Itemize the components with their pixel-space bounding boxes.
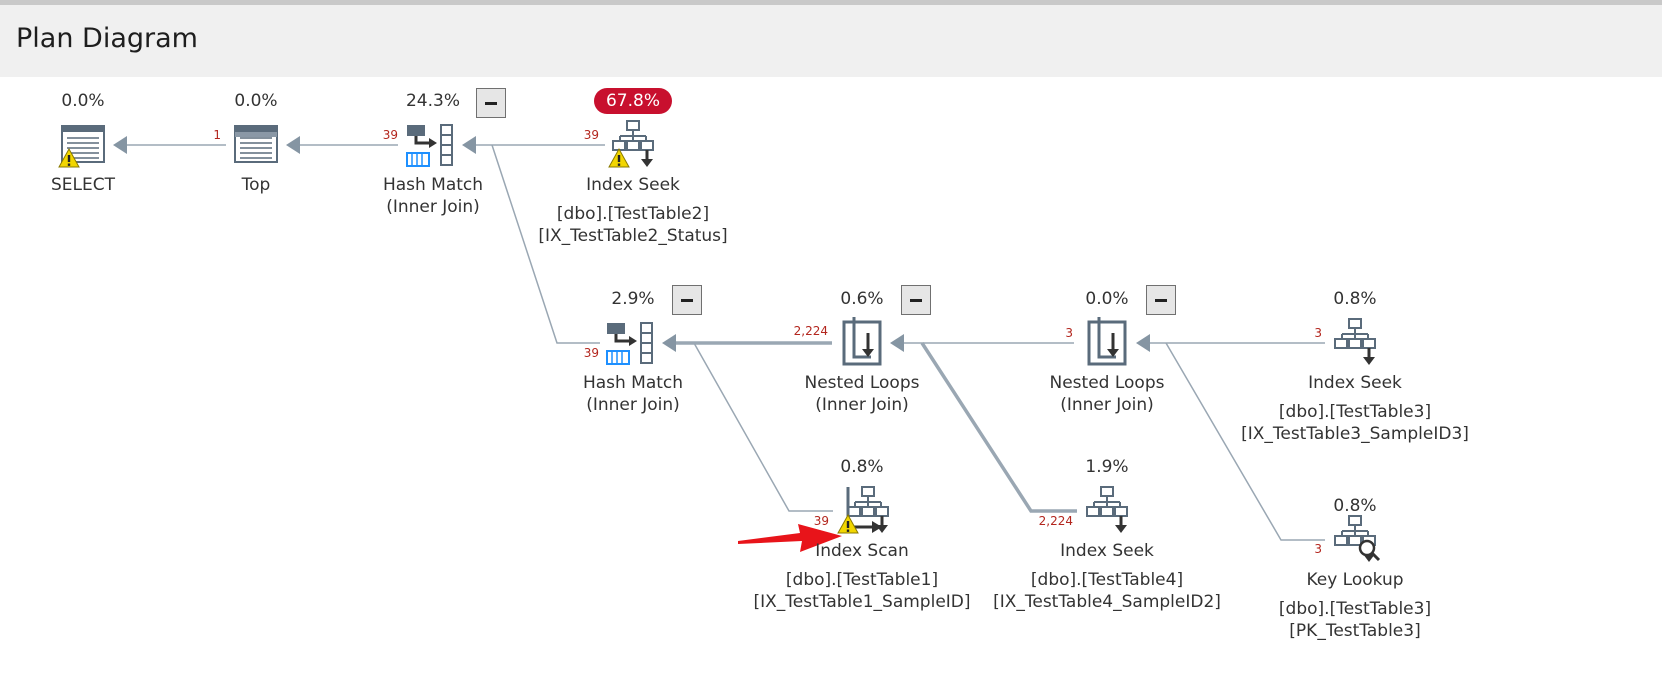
operator-label-hash2: Hash Match(Inner Join) [583,372,683,416]
edge-seek4-to-nl1 [920,342,1077,513]
edge-arrowhead [662,334,676,352]
minus-icon [1155,298,1167,302]
operator-name: Index Scan [815,541,909,561]
operator-obj: [dbo].[TestTable3] [1278,402,1432,422]
header-bar: Plan Diagram [0,5,1662,77]
operator-label-seek4: Index Seek [dbo].[TestTable4][IX_TestTabl… [993,540,1221,613]
collapse-button-nl1[interactable] [901,285,931,315]
operator-label-seek2: Index Seek [dbo].[TestTable2][IX_TestTabl… [538,174,727,247]
edge-hash2-to-hash1 [491,144,600,344]
row-count-scan1-to-hash2: 39 [813,514,829,528]
operator-sub: (Inner Join) [586,395,680,415]
collapse-button-hash2[interactable] [672,285,702,315]
cost-percent-hash2: 2.9% [611,289,655,309]
nl1-operator-icon[interactable] [842,315,882,366]
operator-obj: [dbo].[TestTable3] [1278,599,1432,619]
operator-idx: [IX_TestTable3_SampleID3] [1241,424,1469,444]
minus-icon [910,298,922,302]
edge-arrowhead [113,136,127,154]
edge-arrowhead [1136,334,1150,352]
operator-label-scan1: Index Scan [dbo].[TestTable1][IX_TestTabl… [753,540,970,613]
collapse-button-nl2[interactable] [1146,285,1176,315]
collapse-button-hash1[interactable] [476,88,506,118]
warning-icon [608,148,630,168]
edge-lookup-to-nl2 [1165,342,1325,541]
operator-idx: [IX_TestTable2_Status] [538,226,728,246]
cost-percent-nl1: 0.6% [840,289,884,309]
operator-name: Top [241,175,271,195]
cost-percent-lookup: 0.8% [1333,496,1377,516]
cost-percent-top: 0.0% [234,91,278,111]
operator-name: Nested Loops [804,373,920,393]
seek4-operator-icon[interactable] [1085,485,1129,535]
row-count-seek4-to-nl1: 2,224 [1038,514,1073,528]
operator-name: Key Lookup [1306,570,1404,590]
minus-icon [485,101,497,105]
operator-idx: [PK_TestTable3] [1289,621,1421,641]
edge-arrowhead [286,136,300,154]
operator-name: Hash Match [382,175,484,195]
hash2-operator-icon[interactable] [605,321,654,366]
operator-obj: [dbo].[TestTable1] [785,570,939,590]
cost-percent-nl2: 0.0% [1085,289,1129,309]
operator-idx: [IX_TestTable1_SampleID] [753,592,971,612]
operator-name: Nested Loops [1049,373,1165,393]
operator-label-nl2: Nested Loops(Inner Join) [1050,372,1165,416]
cost-percent-seek3: 0.8% [1333,289,1377,309]
cost-percent-hash1: 24.3% [405,91,461,111]
cost-percent-seek2: 67.8% [593,88,673,114]
row-count-lookup-to-nl2: 3 [1314,542,1322,556]
top-border [0,0,1662,5]
page-title: Plan Diagram [16,23,198,54]
operator-label-hash1: Hash Match(Inner Join) [383,174,483,218]
operator-name: SELECT [51,175,115,195]
edges-layer [113,136,1325,541]
operator-idx: [IX_TestTable4_SampleID2] [993,592,1221,612]
row-count-hash2-to-hash1: 39 [583,346,599,360]
operator-label-nl1: Nested Loops(Inner Join) [805,372,920,416]
edge-scan1-to-hash2 [693,342,833,512]
warning-icon [837,514,859,534]
row-count-nl2-to-nl1: 3 [1065,326,1073,340]
nl2-operator-icon[interactable] [1087,315,1127,366]
operator-sub: (Inner Join) [815,395,909,415]
row-count-seek3-to-nl2: 3 [1314,326,1322,340]
operator-name: Index Seek [1308,373,1402,393]
seek3-operator-icon[interactable] [1333,317,1377,367]
minus-icon [681,298,693,302]
cost-percent-scan1: 0.8% [840,457,884,477]
row-count-hash1-to-top: 39 [382,128,398,142]
edge-arrowhead [890,334,904,352]
operator-obj: [dbo].[TestTable2] [556,204,710,224]
operator-name: Hash Match [582,373,684,393]
row-count-seek2-to-hash1: 39 [583,128,599,142]
lookup-operator-icon[interactable] [1333,514,1381,564]
operator-obj: [dbo].[TestTable4] [1030,570,1184,590]
cost-percent-select: 0.0% [61,91,105,111]
row-count-nl1-to-hash2: 2,224 [793,324,828,338]
cost-percent-seek4: 1.9% [1085,457,1129,477]
operator-sub: (Inner Join) [1060,395,1154,415]
red-pointer-arrow [738,524,842,552]
hash1-operator-icon[interactable] [405,123,454,168]
operator-label-seek3: Index Seek [dbo].[TestTable3][IX_TestTabl… [1241,372,1469,445]
operator-name: Index Seek [1060,541,1154,561]
edge-arrowhead [462,136,476,154]
top-operator-icon[interactable] [234,125,278,163]
icons-layer [58,119,1381,564]
operator-sub: (Inner Join) [386,197,480,217]
operator-label-select: SELECT [51,174,115,196]
operator-label-lookup: Key Lookup [dbo].[TestTable3][PK_TestTabl… [1279,569,1431,642]
operator-label-top: Top [242,174,271,196]
operator-name: Index Seek [586,175,680,195]
row-count-top-to-select: 1 [213,128,221,142]
